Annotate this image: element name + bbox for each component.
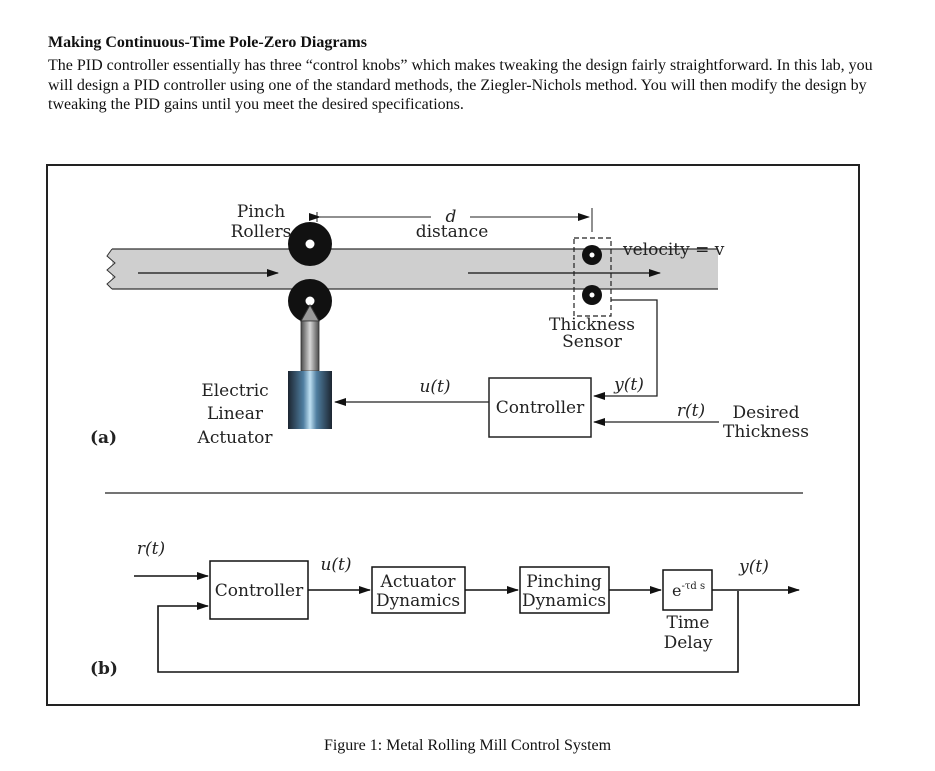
actuator-dynamics-label-1: Actuator (380, 572, 457, 592)
electric-linear-actuator (288, 303, 332, 429)
delay-base: e (672, 581, 681, 600)
pinch-rollers-label-1: Pinch (237, 202, 285, 222)
feedback-loop-b (157, 591, 739, 673)
time-delay-block (662, 569, 713, 611)
controller-block-b (209, 560, 309, 620)
controller-label-a: Controller (496, 398, 585, 418)
u-signal-label-b: u(t) (320, 555, 351, 575)
desired-label-1: Desired (733, 403, 800, 423)
controller-label-b: Controller (215, 581, 304, 601)
metal-strip (106, 248, 718, 290)
velocity-label: velocity = v (622, 240, 725, 260)
desired-label-2: Thickness (723, 422, 809, 442)
distance-label: distance (416, 222, 489, 242)
pinch-rollers-label-2: Rollers (231, 222, 292, 242)
actuator-label-1: Electric (201, 381, 268, 401)
pinch-roller-bottom (288, 279, 332, 323)
figure-rolling-mill: Pinch Rollers d distance velocity = v Th… (46, 164, 860, 706)
u-signal-label-a: u(t) (419, 377, 450, 397)
r-signal-label-a: r(t) (677, 401, 705, 421)
y-signal-label-a: y(t) (613, 375, 644, 395)
actuator-label-2: Linear (207, 404, 264, 424)
feedback-y-line (593, 299, 658, 400)
sensor-label-2: Sensor (562, 332, 623, 352)
thickness-sensor (573, 237, 612, 317)
figure-caption: Figure 1: Metal Rolling Mill Control Sys… (323, 737, 612, 754)
distance-symbol: d (446, 207, 457, 227)
delay-transfer-function: e-τd s (672, 581, 705, 600)
actuator-dynamics-label-2: Dynamics (376, 591, 460, 611)
pinching-dynamics-label-2: Dynamics (522, 591, 606, 611)
figure-diagram: Pinch Rollers d distance velocity = v Th… (90, 202, 809, 679)
y-signal-label-b: y(t) (738, 557, 769, 577)
r-signal-label-b: r(t) (137, 539, 165, 559)
pinching-dynamics-block (519, 566, 610, 614)
actuator-dynamics-block (371, 566, 466, 614)
section-heading: Making Continuous-Time Pole-Zero Diagram… (48, 34, 367, 51)
pinching-dynamics-label-1: Pinching (526, 572, 602, 592)
intro-paragraph: The PID controller essentially has three… (48, 57, 873, 113)
pinch-roller-top (288, 222, 332, 266)
actuator-label-3: Actuator (197, 428, 274, 448)
sensor-label-1: Thickness (549, 315, 635, 335)
time-delay-label-1: Time (667, 613, 710, 633)
panel-a-label: (a) (90, 428, 117, 448)
time-delay-label-2: Delay (664, 633, 713, 653)
panel-b-label: (b) (90, 659, 118, 679)
controller-block-a (488, 377, 592, 438)
delay-exponent: -τd s (681, 581, 705, 592)
distance-dimension (309, 208, 593, 232)
